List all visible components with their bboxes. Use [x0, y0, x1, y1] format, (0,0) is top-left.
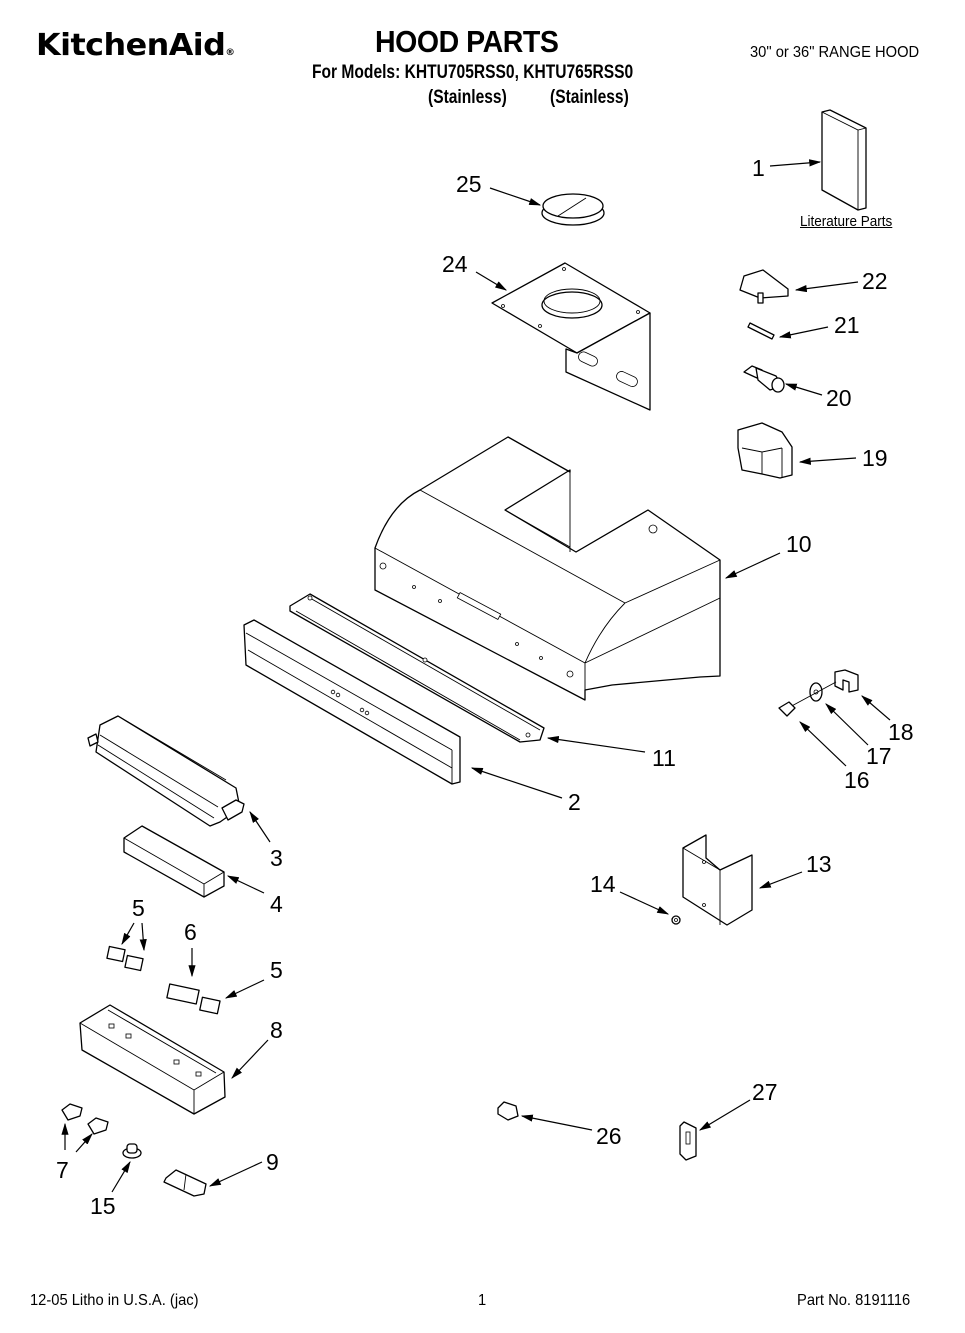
- callout-7: 7: [56, 1157, 69, 1183]
- part-5-switch-pair: [106, 945, 144, 972]
- part-10-hood-body: [374, 436, 721, 701]
- leader-20: [784, 383, 823, 396]
- leader-9: [208, 1161, 263, 1187]
- leader-11: [546, 735, 646, 753]
- part-20-socket: [743, 365, 785, 393]
- part-16-screw: [778, 681, 837, 717]
- callout-24: 24: [442, 251, 468, 277]
- callout-19: 19: [862, 445, 888, 471]
- leader-27: [698, 1099, 751, 1131]
- callout-20: 20: [826, 385, 852, 411]
- callout-25: 25: [456, 171, 482, 197]
- part-8-control-housing: [79, 1004, 226, 1115]
- leader-22: [794, 281, 859, 293]
- part-21-pin: [747, 322, 775, 340]
- leader-21: [778, 326, 829, 339]
- callout-17: 17: [866, 743, 892, 769]
- print-info: 12-05 Litho in U.S.A. (jac): [30, 1292, 199, 1309]
- callout-8: 8: [270, 1017, 283, 1043]
- leader-10: [724, 552, 781, 579]
- part-27-bracket: [679, 1121, 697, 1161]
- leader-5b: [139, 922, 147, 952]
- part-17-washer: [809, 682, 823, 702]
- callout-3: 3: [270, 845, 283, 871]
- callout-21: 21: [834, 312, 860, 338]
- part-22-plate: [739, 269, 789, 304]
- model-finish-2: (Stainless): [550, 87, 629, 108]
- callout-6: 6: [184, 919, 197, 945]
- callout-5b: 5: [270, 957, 283, 983]
- part-11-rail: [289, 593, 545, 743]
- leader-8: [231, 1039, 269, 1079]
- leader-14: [619, 891, 670, 915]
- leader-5c: [224, 979, 265, 999]
- callout-16: 16: [844, 767, 870, 793]
- brand-logo: KitchenAid®: [36, 28, 235, 63]
- callout-13: 13: [806, 851, 832, 877]
- callout-22: 22: [862, 268, 888, 294]
- leader-4: [226, 875, 265, 894]
- leader-2: [470, 767, 563, 799]
- leader-7b: [75, 1133, 93, 1153]
- callout-2: 2: [568, 789, 581, 815]
- callout-5a: 5: [132, 895, 145, 921]
- part-15-knob: [122, 1143, 142, 1159]
- part-5-switch-single: [199, 996, 221, 1015]
- leader-1: [769, 159, 822, 167]
- part-4-block: [123, 825, 225, 898]
- literature-parts-label: Literature Parts: [800, 213, 893, 230]
- leader-13: [758, 871, 803, 889]
- part-26-connector: [497, 1101, 519, 1121]
- callout-14: 14: [590, 871, 616, 897]
- brand-name: KitchenAid: [36, 28, 226, 63]
- page-title: HOOD PARTS: [375, 24, 559, 59]
- model-finish-1: (Stainless): [428, 87, 507, 108]
- leader-18: [861, 695, 891, 721]
- leader-15: [111, 1160, 131, 1193]
- part-13-cover: [682, 834, 753, 926]
- leader-3: [249, 811, 271, 843]
- part-number: Part No. 8191116: [797, 1292, 911, 1309]
- leader-17: [825, 703, 869, 746]
- callout-26: 26: [596, 1123, 622, 1149]
- models-line: For Models: KHTU705RSS0, KHTU765RSS0: [312, 62, 634, 83]
- part-14-nut: [671, 915, 681, 925]
- product-type: 30" or 36" RANGE HOOD: [750, 44, 920, 61]
- callout-1: 1: [752, 155, 765, 181]
- leader-19: [798, 457, 857, 465]
- part-3-ballast: [87, 715, 245, 827]
- callout-27: 27: [752, 1079, 778, 1105]
- part-18-bracket-clip: [834, 669, 859, 693]
- callout-15: 15: [90, 1193, 116, 1219]
- callout-9: 9: [266, 1149, 279, 1175]
- part-19-damper-housing: [737, 422, 793, 479]
- leader-25: [489, 187, 542, 206]
- part-7-clips: [61, 1103, 109, 1135]
- leader-5a: [121, 922, 135, 946]
- page-number: 1: [478, 1292, 487, 1309]
- leader-16: [799, 721, 847, 767]
- part-25-damper: [541, 193, 605, 226]
- leader-26: [520, 1114, 593, 1131]
- part-9-connector: [163, 1169, 207, 1197]
- registered-mark: ®: [225, 48, 235, 58]
- part-1-literature: [821, 109, 867, 211]
- callout-4: 4: [270, 891, 283, 917]
- callout-10: 10: [786, 531, 812, 557]
- callout-18: 18: [888, 719, 914, 745]
- callout-11: 11: [652, 745, 676, 771]
- part-6-switch-multi: [166, 983, 200, 1005]
- part-2-front-panel: [243, 619, 461, 785]
- leader-24: [475, 271, 508, 291]
- part-24-duct-plate: [491, 262, 651, 411]
